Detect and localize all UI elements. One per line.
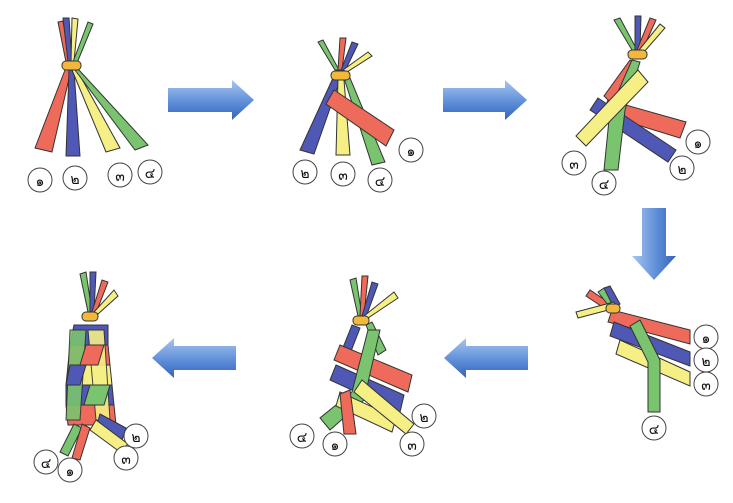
label-3: ๓: [399, 431, 425, 457]
arrow-right-icon: [168, 80, 254, 120]
step-4: ๑ ๒ ๓ ๔: [575, 285, 719, 441]
svg-text:๑: ๑: [694, 136, 703, 152]
label-1: ๑: [693, 324, 719, 350]
knot: [605, 303, 621, 314]
step-6: ๔ ๑ ๓ ๒: [33, 271, 149, 483]
label-1: ๔: [289, 423, 315, 449]
svg-text:๓: ๓: [115, 169, 125, 185]
svg-text:๔: ๔: [375, 174, 386, 190]
label-2: ๑: [322, 431, 348, 457]
step-1: ๑ ๒ ๓ ๔: [27, 17, 163, 193]
label-4: ๑: [398, 137, 424, 163]
strands-bottom: [575, 59, 687, 171]
svg-text:๑: ๑: [407, 144, 416, 160]
label-1: ๔: [33, 449, 59, 475]
svg-text:๑: ๑: [702, 331, 711, 347]
strands-top: [317, 37, 373, 73]
svg-text:๒: ๒: [701, 354, 710, 370]
label-3: ๓: [107, 162, 133, 188]
step-3: ๓ ๔ ๒ ๑: [561, 15, 711, 196]
strands-top: [349, 275, 399, 319]
label-2: ๓: [330, 161, 356, 187]
label-4: ๔: [137, 159, 163, 185]
svg-text:๔: ๔: [297, 430, 308, 446]
label-3: ๒: [669, 155, 695, 181]
strands-bottom: [319, 321, 415, 435]
svg-text:๑: ๑: [66, 464, 75, 480]
label-3: ๔: [367, 167, 393, 193]
svg-text:๒: ๒: [70, 172, 79, 188]
label-3: ๓: [693, 371, 719, 397]
svg-text:๓: ๓: [407, 438, 417, 454]
strands-top: [57, 17, 94, 64]
strands-bottom: [299, 77, 395, 166]
knot: [61, 60, 82, 71]
label-4: ๒: [411, 403, 437, 429]
svg-text:๒: ๒: [419, 410, 428, 426]
step-2: ๒ ๓ ๔ ๑: [292, 37, 424, 193]
label-4: ๑: [685, 129, 711, 155]
svg-text:๓: ๓: [338, 168, 348, 184]
label-1: ๓: [561, 150, 587, 176]
braid-body: [59, 324, 129, 461]
knot: [352, 315, 370, 326]
svg-text:๒: ๒: [300, 166, 309, 182]
svg-text:๔: ๔: [41, 456, 52, 472]
svg-text:๓: ๓: [569, 157, 579, 173]
strands-bottom: [607, 309, 691, 413]
arrow-down-icon: [632, 208, 676, 280]
knot: [81, 311, 99, 322]
label-4: ๔: [641, 415, 667, 441]
arrow-left-icon: [152, 338, 236, 378]
arrow-left-icon: [444, 338, 528, 378]
svg-text:๓: ๓: [121, 452, 131, 468]
label-2: ๑: [57, 457, 83, 483]
svg-text:๒: ๒: [677, 162, 686, 178]
knot: [627, 49, 648, 60]
strands-top: [79, 271, 119, 315]
knot: [330, 70, 351, 81]
svg-text:๑: ๑: [36, 174, 45, 190]
label-2: ๒: [62, 165, 88, 191]
label-1: ๑: [27, 167, 53, 193]
label-2: ๒: [693, 347, 719, 373]
label-2: ๔: [591, 170, 617, 196]
svg-text:๔: ๔: [145, 166, 156, 182]
label-3: ๓: [113, 445, 139, 471]
label-4: ๒: [123, 423, 149, 449]
svg-text:๑: ๑: [331, 438, 340, 454]
svg-text:๒: ๒: [131, 430, 140, 446]
step-5: ๔ ๑ ๓ ๒: [289, 275, 437, 457]
arrow-right-icon: [443, 80, 527, 120]
label-1: ๒: [292, 159, 318, 185]
svg-text:๔: ๔: [599, 177, 610, 193]
svg-text:๔: ๔: [649, 422, 660, 438]
strands-top: [613, 15, 666, 53]
svg-text:๓: ๓: [701, 378, 711, 394]
strands-bottom: [34, 69, 149, 157]
